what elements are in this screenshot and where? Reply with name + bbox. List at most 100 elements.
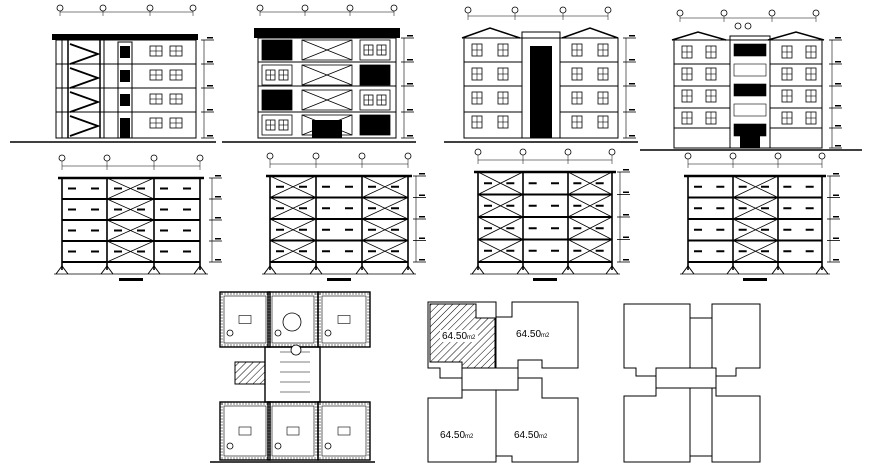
- room-label: [68, 187, 76, 190]
- level-tag: [835, 61, 841, 63]
- level-tag: [419, 237, 425, 239]
- room-label: [299, 185, 307, 188]
- room-label: [506, 227, 515, 230]
- checker-panel: [261, 114, 293, 136]
- room-label: [528, 227, 537, 230]
- building-section-d: [680, 152, 840, 281]
- furniture-chair: [226, 442, 234, 450]
- level-tag: [419, 173, 425, 175]
- room-label: [137, 229, 145, 232]
- room-label: [137, 250, 145, 253]
- level-tag: [419, 216, 425, 218]
- area-plan: 64.50m2 64.50m2 64.50m2 64.50m2: [427, 301, 579, 463]
- furniture-chair: [274, 442, 282, 450]
- checker-panel: [261, 64, 293, 86]
- room-label: [716, 228, 725, 231]
- level-tag: [419, 259, 425, 261]
- cross-brace: [477, 171, 524, 195]
- room-label: [573, 204, 582, 207]
- side-elevation-gabled: [444, 6, 638, 143]
- room-label: [694, 250, 702, 253]
- room-label: [805, 228, 814, 231]
- level-tag: [207, 109, 213, 111]
- gable-roof: [461, 27, 521, 39]
- room-label: [322, 185, 330, 188]
- core-window: [120, 46, 130, 58]
- core-panel: [733, 63, 767, 77]
- footing: [355, 265, 369, 275]
- section-title-bar: [119, 278, 143, 281]
- unit-outline: [219, 291, 271, 348]
- axis-bubble: [99, 4, 107, 12]
- level-tag: [629, 135, 635, 137]
- building-section-b: [262, 152, 426, 281]
- level-tag: [629, 59, 635, 61]
- axis-bubble: [464, 6, 472, 14]
- room-label: [506, 249, 515, 252]
- cross-brace: [361, 197, 409, 220]
- room-label: [299, 207, 307, 210]
- cross-brace: [361, 240, 409, 263]
- axis-bubble: [684, 152, 692, 160]
- cross-brace: [106, 219, 155, 242]
- axis-bubble: [511, 6, 519, 14]
- room-label: [694, 228, 702, 231]
- level-tag: [419, 194, 425, 196]
- level-tag: [833, 259, 839, 261]
- cross-brace: [567, 194, 613, 218]
- cross-brace: [732, 218, 779, 241]
- room-label: [368, 228, 376, 231]
- level-tag: [407, 59, 413, 61]
- level-tag: [629, 109, 635, 111]
- checker-panel: [359, 89, 391, 111]
- axis-bubble: [196, 154, 204, 162]
- level-tag: [207, 135, 213, 137]
- room-label: [368, 250, 376, 253]
- cross-brace: [732, 175, 779, 198]
- room-label: [160, 187, 168, 190]
- room-label: [528, 204, 537, 207]
- cross-brace: [732, 197, 779, 220]
- cross-brace: [106, 177, 155, 200]
- axis-bubble: [676, 9, 684, 17]
- room-label: [761, 185, 769, 188]
- room-label: [783, 207, 792, 210]
- footing: [605, 265, 619, 275]
- stair-bay: [301, 64, 353, 86]
- footing: [193, 265, 207, 275]
- cross-brace: [269, 197, 317, 220]
- room-label: [137, 208, 145, 211]
- room-label: [595, 182, 604, 185]
- room-label: [716, 250, 725, 253]
- room-label: [391, 250, 399, 253]
- room-label: [299, 250, 307, 253]
- axis-bubble: [56, 4, 64, 12]
- checker-panel: [359, 39, 391, 61]
- axis-bubble: [604, 6, 612, 14]
- core-panel: [733, 103, 767, 117]
- level-tag: [833, 216, 839, 218]
- room-label: [160, 229, 168, 232]
- room-label: [114, 208, 122, 211]
- axis-bubble: [346, 4, 354, 12]
- unit-area-label: 64.50m2: [440, 430, 474, 441]
- footing: [516, 265, 530, 275]
- core-panel: [733, 43, 767, 57]
- stair-flight: [69, 115, 101, 137]
- cross-brace: [269, 240, 317, 263]
- level-tag: [207, 85, 213, 87]
- unit-inner-wall: [321, 405, 367, 457]
- axis-bubble: [519, 148, 527, 156]
- cross-brace: [567, 216, 613, 240]
- room-label: [805, 250, 814, 253]
- room-label: [506, 182, 515, 185]
- room-label: [551, 227, 559, 230]
- cross-brace: [301, 39, 353, 61]
- room-label: [506, 204, 515, 207]
- room-label: [738, 250, 747, 253]
- level-tag: [835, 83, 841, 85]
- axis-bubble: [358, 152, 366, 160]
- room-label: [694, 207, 702, 210]
- unit-inner-wall: [223, 405, 267, 457]
